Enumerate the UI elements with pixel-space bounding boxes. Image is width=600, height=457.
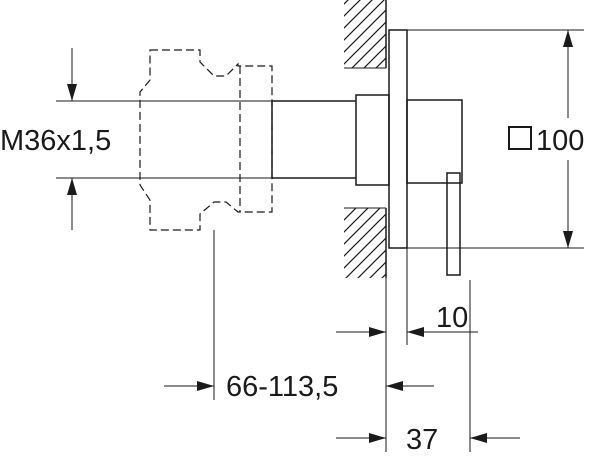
thread-label: M36x1,5 <box>0 125 111 157</box>
rough-in-body-dashed <box>139 49 273 231</box>
square-symbol-icon <box>508 126 532 150</box>
mixer-housing <box>355 94 390 186</box>
arrowheads <box>67 30 573 443</box>
arrow-offset-right <box>407 327 424 337</box>
rough-in-outline-top <box>139 49 273 231</box>
arrow-depth-left <box>197 381 214 391</box>
arrow-plate-top <box>563 30 573 47</box>
plate-size-label: 100 <box>536 125 584 157</box>
wall-lower-hatch <box>344 208 386 278</box>
arrow-projection-right <box>470 433 487 443</box>
lever-handle <box>446 172 461 276</box>
arrow-depth-right <box>386 381 403 391</box>
mixer-cartridge <box>406 99 463 184</box>
mixer-body <box>271 29 463 276</box>
handle-offset-label: 10 <box>436 302 468 334</box>
arrow-thread-bottom <box>67 178 77 195</box>
install-depth-label: 66-113,5 <box>226 371 338 403</box>
arrow-thread-top <box>67 84 77 101</box>
arrow-projection-left <box>369 433 386 443</box>
wall-section <box>344 0 387 278</box>
projection-label: 37 <box>406 424 438 456</box>
arrow-offset-left <box>369 327 386 337</box>
cover-plate <box>388 29 408 249</box>
arrow-plate-bottom <box>563 231 573 248</box>
wall-upper-hatch <box>344 0 386 68</box>
